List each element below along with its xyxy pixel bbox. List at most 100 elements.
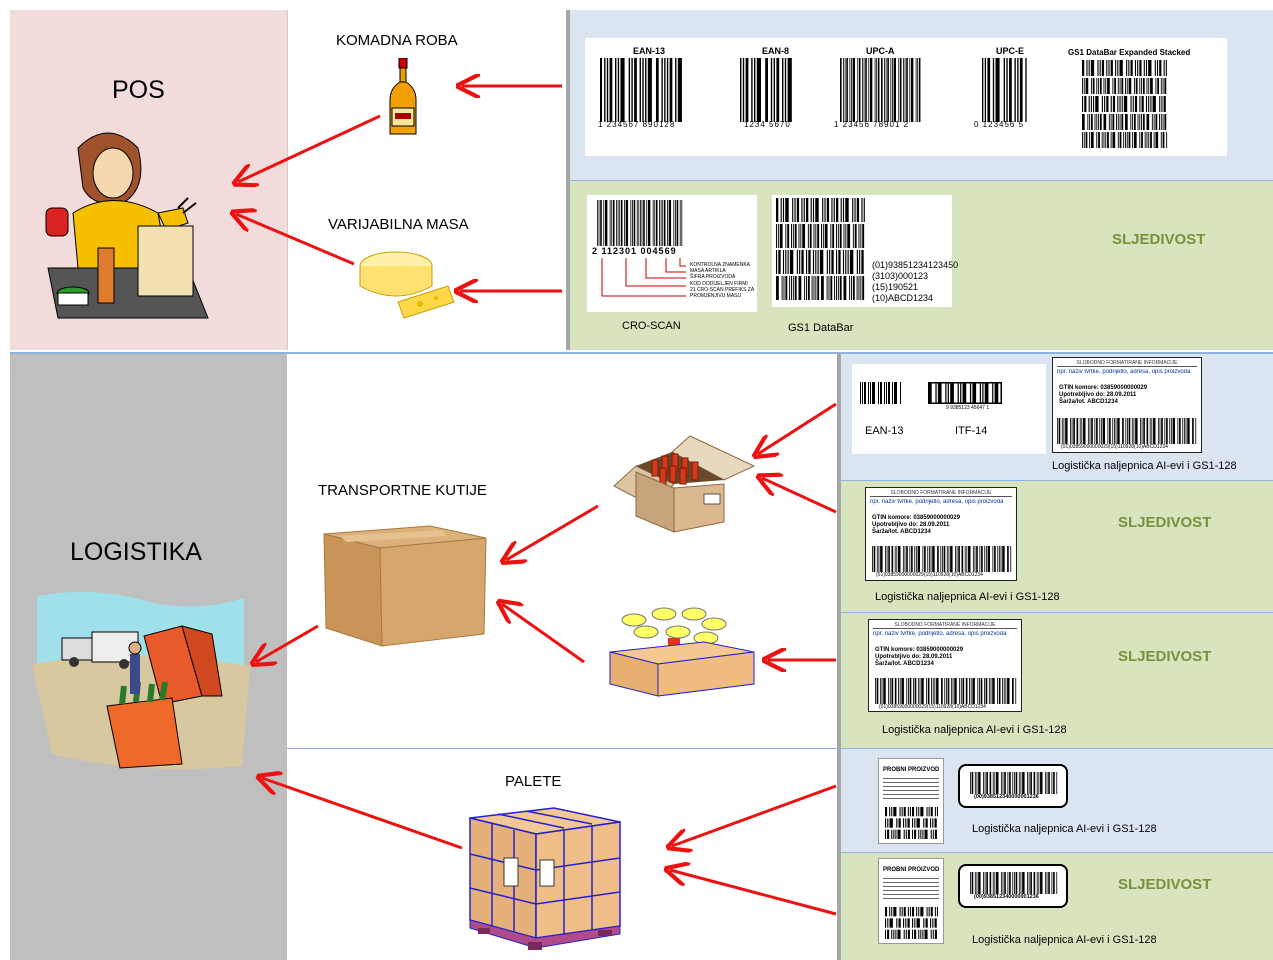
arrow-sscc2-to-pallet: [670, 870, 837, 916]
barcode-case-ean13: [860, 382, 901, 404]
pallet-label-2: PROBNI PROIZVOD: [878, 858, 944, 944]
label-row-date: Upotrebljivo do: 28.09.2011: [1059, 392, 1195, 398]
label-date-value: 28.09.2011: [1106, 392, 1137, 398]
label-lot-value: ABCD1234: [1087, 399, 1118, 405]
label-lot-value: ABCD1234: [900, 529, 931, 535]
label-gtin-value: 03859000000029: [913, 515, 961, 521]
label-row-lot: Šarža/lot. ABCD1234: [1059, 399, 1195, 405]
label-date-key: Upotrebljivo do:: [872, 522, 918, 528]
barcode-digits-ean13: 1 234567 890128: [598, 120, 676, 129]
barcode-gs1-128: [875, 678, 1017, 704]
barcode-name-ean13: EAN-13: [633, 46, 666, 56]
barcode-name-upca: UPC-A: [866, 46, 895, 56]
sljedivost-case-2: SLJEDIVOST: [1118, 648, 1212, 665]
pallet-label-caption: Logistička naljepnica AI-evi i GS1-128: [972, 823, 1157, 835]
label-lot-key: Šarža/lot.: [872, 529, 899, 535]
label-date-key: Upotrebljivo do:: [875, 654, 921, 660]
croscan-digits: 2 112301 004569: [592, 246, 677, 256]
arrow-sscc-to-pallet: [672, 784, 837, 846]
barcode-pallet-small: [885, 907, 938, 939]
case-barcodes-card: [852, 364, 1046, 454]
label-lead: npr. naziv tvrtke, podrijetlo, adresa, o…: [870, 499, 1004, 505]
label-gtin-value: 03859000000029: [1100, 385, 1148, 391]
label-header: SLOBODNO FORMATIRANE INFORMACIJE: [1057, 360, 1197, 367]
itf14-digits: 9 9385123 45647 1: [946, 405, 990, 411]
barcode-gs1-128: [872, 546, 1012, 572]
databar-line: (15)190521: [872, 282, 919, 292]
barcode-digits-ean8: 1234 5670: [744, 120, 791, 129]
barcode-name-databar-expanded: GS1 DataBar Expanded Stacked: [1068, 48, 1191, 57]
cashier-illustration: [45, 132, 209, 319]
croscan-note: KOD DODIJELJEN FIRMI: [690, 280, 748, 287]
pallet-label-lines: [883, 775, 939, 801]
pallet-label-caption-2: Logistička naljepnica AI-evi i GS1-128: [972, 934, 1157, 946]
label-hri: (01)03859000000029(15)110928(10)ABCD1234: [876, 572, 983, 578]
label-row-gtin: GTIN komore: 03859000000029: [875, 647, 1015, 653]
transportne-kutije-label: TRANSPORTNE KUTIJE: [318, 482, 487, 499]
palete-label: PALETE: [505, 773, 562, 790]
label-gtin-key: GTIN komore:: [1059, 385, 1099, 391]
arrow-box-to-transport: [506, 504, 599, 560]
case-label-caption-2: Logistička naljepnica AI-evi i GS1-128: [875, 591, 1060, 603]
barcode-digits-upce: 0 123456 5: [974, 120, 1025, 129]
croscan-notes: KONTROLNA ZNAMENKA MASA ARTIKLA ŠIFRA PR…: [690, 262, 756, 299]
case-label-caption: Logistička naljepnica AI-evi i GS1-128: [1052, 460, 1237, 472]
arrow-bottle-to-pos: [238, 114, 381, 182]
barcode-gs1-128: [1057, 418, 1197, 444]
gs1-128-label-2: SLOBODNO FORMATIRANE INFORMACIJE npr. na…: [865, 487, 1017, 581]
arrow-pallet-to-logistics: [262, 778, 463, 850]
sljedivost-case-1: SLJEDIVOST: [1118, 514, 1212, 531]
barcode-sscc: [970, 772, 1058, 794]
barcode-ean13: [600, 58, 682, 122]
croscan-note: 21 CRO-SCAN PREFIKS ZA PROMJENJIVU MASU: [690, 286, 754, 300]
label-hri: (01)03859000000029(15)110928(10)ABCD1234: [1061, 444, 1168, 450]
label-date-value: 28.09.2011: [922, 654, 953, 660]
barcode-name-ean8: EAN-8: [762, 46, 790, 56]
cheese-icon: [359, 251, 455, 319]
komadna-roba-label: KOMADNA ROBA: [336, 32, 458, 49]
case-itf14-caption: ITF-14: [955, 425, 988, 437]
barcode-digits-upca: 1 23456 78901 2: [834, 120, 910, 129]
databar-caption: GS1 DataBar: [788, 322, 854, 334]
barcode-sscc: [970, 872, 1058, 894]
croscan-note: KONTROLNA ZNAMENKA: [690, 262, 751, 268]
gs1-128-label-3: SLOBODNO FORMATIRANE INFORMACIJE npr. na…: [868, 619, 1022, 712]
label-row-lot: Šarža/lot. ABCD1234: [872, 529, 1010, 535]
label-lead: npr. naziv tvrtke, podrijetlo, adresa, o…: [1057, 369, 1191, 375]
barcode-gs1-databar: [776, 198, 865, 300]
barcode-name-upce: UPC-E: [996, 46, 1025, 56]
arrow-cheesebox-to-transport: [502, 604, 585, 664]
barcode-upce: [982, 58, 1027, 122]
barcode-databar-expanded-stacked: [1082, 60, 1168, 148]
barcode-ean8: [740, 58, 792, 122]
databar-lines: (01)93851234123450 (3103)000123 (15)1905…: [872, 260, 958, 304]
label-row-gtin: GTIN komore: 03859000000029: [1059, 385, 1195, 391]
label-gtin-key: GTIN komore:: [872, 515, 912, 521]
label-lot-key: Šarža/lot.: [1059, 399, 1086, 405]
barcode-upca: [840, 58, 921, 122]
croscan-annotation-lines: [601, 258, 686, 297]
sljedivost-pallet: SLJEDIVOST: [1118, 876, 1212, 893]
arrow-transport-to-logistics: [256, 624, 319, 662]
arrow-label-to-box: [762, 478, 837, 514]
barcode-pallet-small: [885, 807, 938, 839]
open-box-bottles-icon: [613, 435, 756, 533]
varijabilna-masa-label: VARIJABILNA MASA: [328, 216, 469, 233]
arrow-cheese-to-pos: [236, 214, 355, 266]
label-row-date: Upotrebljivo do: 28.09.2011: [872, 522, 1010, 528]
croscan-caption: CRO-SCAN: [622, 320, 681, 332]
case-ean13-caption: EAN-13: [865, 425, 904, 437]
transport-box-icon: [323, 525, 487, 647]
pos-title: POS: [112, 76, 165, 104]
label-date-value: 28.09.2011: [919, 522, 950, 528]
bottle-icon: [389, 58, 417, 135]
sscc-digits: (00)938512340000001236: [974, 894, 1039, 900]
label-header: SLOBODNO FORMATIRANE INFORMACIJE: [873, 622, 1017, 629]
pallet-icon: [469, 807, 621, 950]
case-label-caption-3: Logistička naljepnica AI-evi i GS1-128: [882, 724, 1067, 736]
databar-line: (10)ABCD1234: [872, 293, 934, 303]
label-row-date: Upotrebljivo do: 28.09.2011: [875, 654, 1015, 660]
sscc-label-1: (00)938512340000001236: [958, 764, 1068, 808]
pallet-label-lines: [883, 875, 939, 901]
